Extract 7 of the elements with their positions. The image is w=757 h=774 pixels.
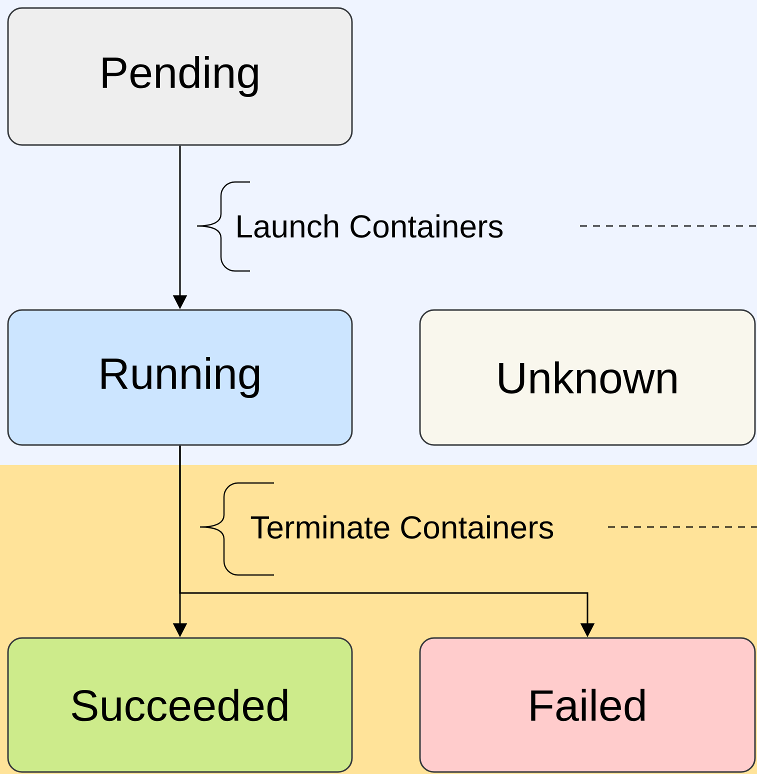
- brace-label: Terminate Containers: [250, 515, 554, 539]
- state-box: Unknown: [419, 309, 756, 446]
- state-box: Failed: [419, 637, 756, 773]
- brace-label: Launch Containers: [238, 214, 503, 238]
- state-box: Succeeded: [7, 637, 353, 773]
- state-box: Running: [7, 309, 353, 446]
- state-box: Pending: [7, 7, 353, 146]
